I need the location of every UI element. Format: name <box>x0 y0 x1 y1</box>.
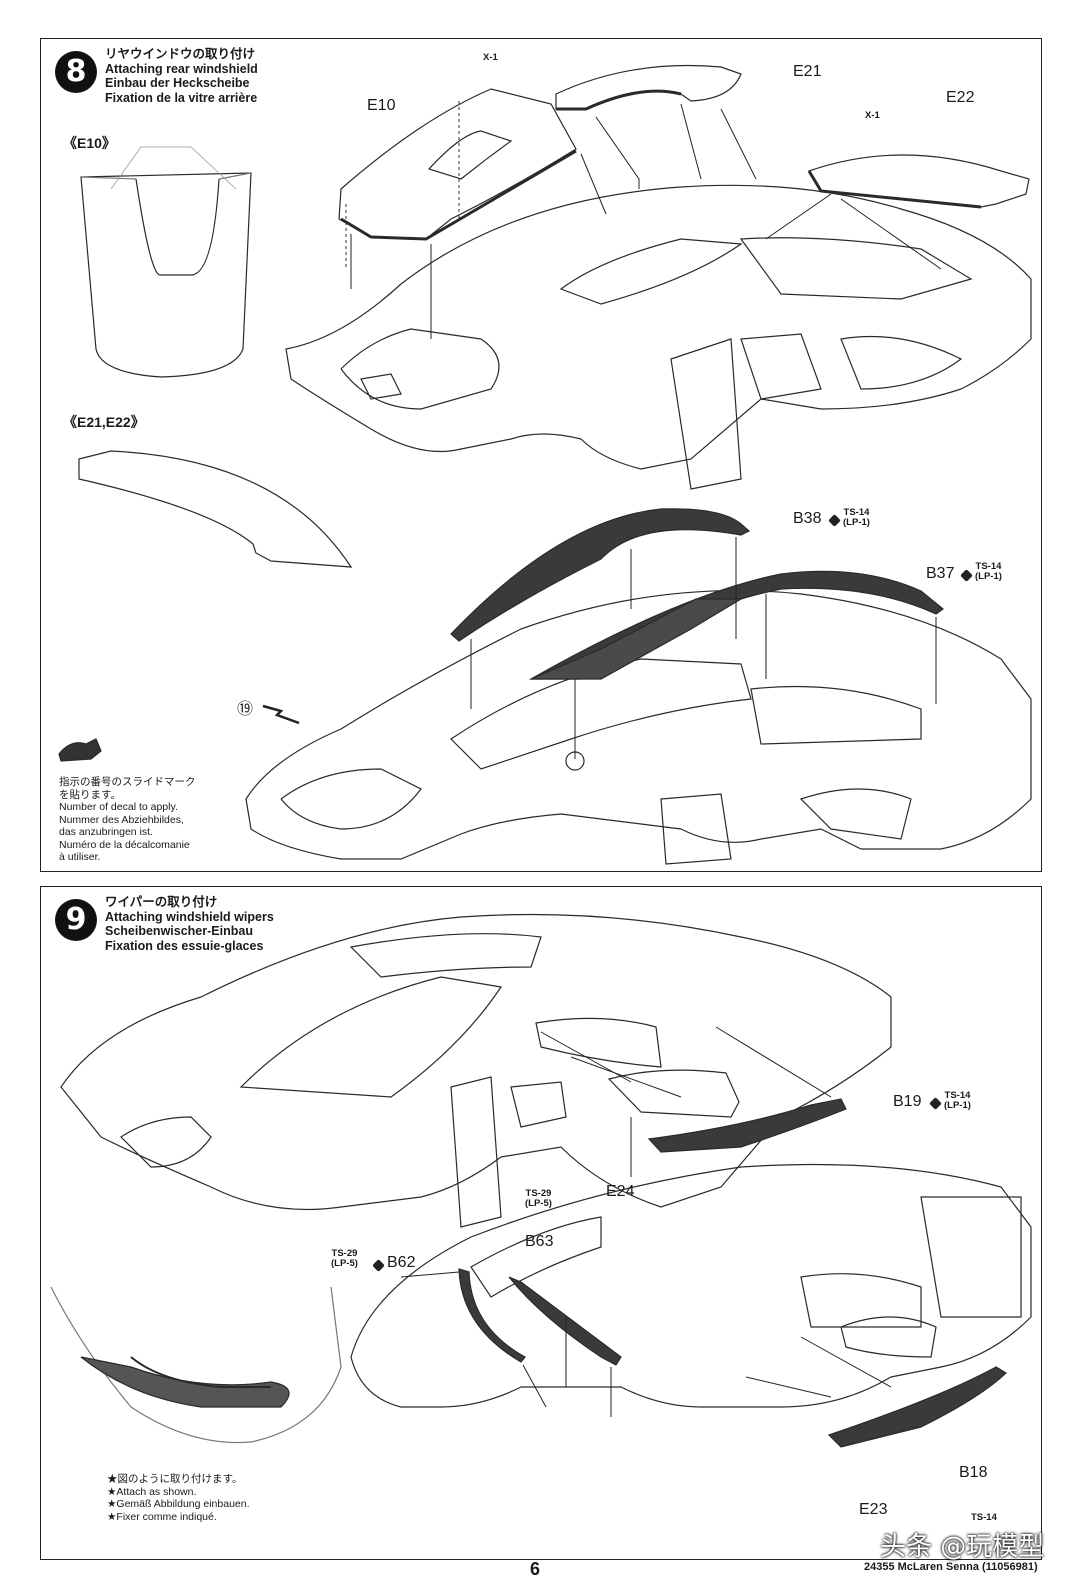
car-body-lower <box>350 1163 1032 1408</box>
title-en: Attaching windshield wipers <box>105 909 274 924</box>
paint-b38: TS-14 (LP-1) <box>843 507 870 528</box>
e21-e22-detail-title: 《E21,E22》 <box>63 414 145 430</box>
e22-glass <box>808 154 1030 208</box>
e10-detail-glass <box>80 172 252 378</box>
e10-glass <box>338 88 577 240</box>
decal-note-fr2: à utiliser. <box>59 851 101 863</box>
e24-window <box>535 1017 662 1068</box>
decal-note-en: Number of decal to apply. <box>59 801 178 813</box>
label-b38: B38 <box>793 510 822 527</box>
page-number: 6 <box>530 1559 541 1579</box>
decal-note-jp2: を貼ります。 <box>59 788 121 801</box>
attach-note-jp: ★図のように取り付けます。 <box>107 1473 243 1485</box>
decal-note-de2: das anzubringen ist. <box>59 826 153 838</box>
b62-wiper <box>458 1268 526 1363</box>
decal-note-fr1: Numéro de la décalcomanie <box>59 838 190 851</box>
step-8-illustration <box>58 64 1032 865</box>
label-b63: B63 <box>525 1233 554 1250</box>
attach-note-fr: ★Fixer comme indiqué. <box>107 1510 217 1523</box>
step-9-panel: 9 ワイパーの取り付け Attaching windshield wipers … <box>40 886 1042 1560</box>
e24-insert <box>607 1069 740 1118</box>
paint-b63: TS-29 (LP-5) <box>525 1188 552 1209</box>
paint-b62: TS-29 (LP-5) <box>331 1248 358 1269</box>
decal-note-de1: Nummer des Abziehbildes, <box>59 813 184 826</box>
paint-b37: TS-14 (LP-1) <box>975 561 1002 582</box>
label-x1-a: X-1 <box>483 52 498 63</box>
step-number-badge: 9 <box>55 899 97 941</box>
title-jp: リヤウインドウの取り付け <box>105 47 256 61</box>
title-fr: Fixation des essuie-glaces <box>105 938 264 953</box>
watermark: 头条 @玩模型 <box>880 1532 1045 1562</box>
step-number-badge: 8 <box>55 51 97 93</box>
paint-b19: TS-14 (LP-1) <box>944 1090 971 1111</box>
step-title-block: ワイパーの取り付け Attaching windshield wipers Sc… <box>105 895 274 953</box>
step-title-block: リヤウインドウの取り付け Attaching rear windshield E… <box>105 47 258 105</box>
label-e21: E21 <box>793 63 822 80</box>
e21-strip <box>555 64 742 110</box>
b63-wiper <box>508 1276 622 1366</box>
decal-19-arrow <box>262 704 300 725</box>
label-b62: B62 <box>387 1254 416 1271</box>
b18-strip <box>827 1366 1007 1448</box>
b38-strip <box>450 508 751 642</box>
label-e10: E10 <box>367 97 396 114</box>
title-jp: ワイパーの取り付け <box>105 895 218 909</box>
e21-detail-strip <box>78 450 353 568</box>
label-e22: E22 <box>946 89 975 106</box>
title-de: Einbau der Heckscheibe <box>105 76 250 90</box>
step-8-panel: 8 リヤウインドウの取り付け Attaching rear windshield… <box>40 38 1042 872</box>
e23-window <box>840 1316 937 1358</box>
car-body-top <box>285 184 1032 470</box>
title-de: Scheibenwischer-Einbau <box>105 924 253 938</box>
car-body-upper <box>60 913 892 1211</box>
label-b37: B37 <box>926 565 955 582</box>
label-x1-b: X-1 <box>865 110 880 121</box>
decal-note-jp1: 指示の番号のスライドマーク <box>59 776 196 788</box>
attach-note-de: ★Gemäß Abbildung einbauen. <box>107 1498 250 1510</box>
label-b18: B18 <box>959 1464 988 1481</box>
label-e24: E24 <box>606 1183 635 1200</box>
attach-note-en: ★Attach as shown. <box>107 1485 197 1498</box>
attach-note: ★図のように取り付けます。 ★Attach as shown. ★Gemäß A… <box>107 1473 250 1523</box>
b19-strip <box>647 1098 847 1153</box>
inset-view <box>50 1286 342 1444</box>
e10-detail-title: 《E10》 <box>63 135 116 151</box>
step-9-illustration <box>50 913 1032 1448</box>
label-decal-19: ⑲ <box>237 701 254 718</box>
car-body-bottom <box>245 589 1032 860</box>
decal-mark-icon <box>58 738 102 762</box>
decal-note: 指示の番号のスライドマーク を貼ります。 Number of decal to … <box>59 776 196 864</box>
paint-b18: TS-14 <box>971 1512 997 1523</box>
label-b19: B19 <box>893 1093 922 1110</box>
label-e23: E23 <box>859 1501 888 1518</box>
b37-panel <box>530 598 744 680</box>
product-code: 24355 McLaren Senna (11056981) <box>864 1561 1038 1573</box>
title-fr: Fixation de la vitre arrière <box>105 90 258 105</box>
title-en: Attaching rear windshield <box>105 61 258 76</box>
